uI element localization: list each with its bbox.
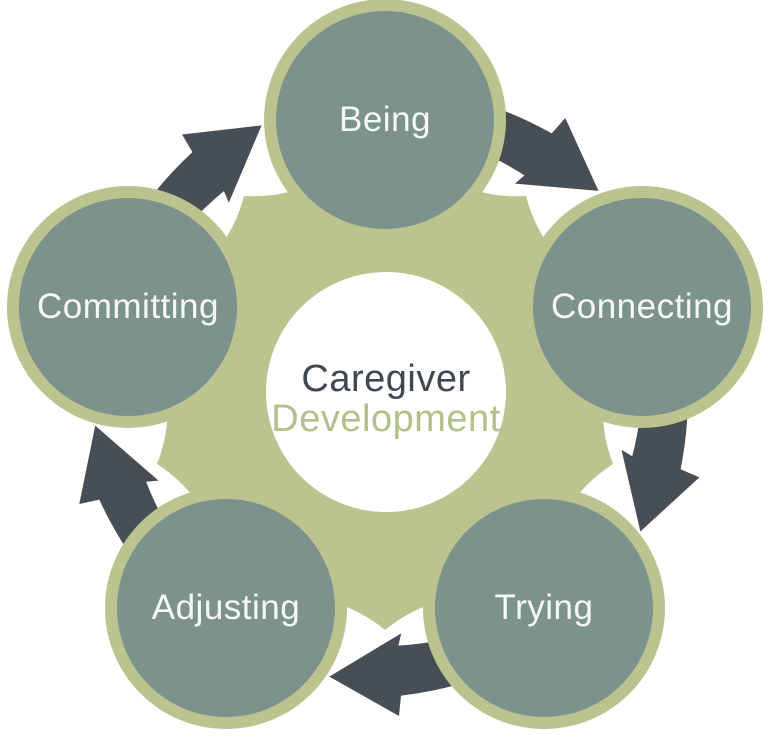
stage-committing: Committing	[7, 186, 249, 428]
center-circle	[266, 272, 506, 512]
stage-circle-connecting	[533, 198, 751, 416]
stage-trying: Trying	[423, 487, 665, 729]
stage-label-trying: Trying	[495, 588, 594, 627]
stage-being: Being	[264, 0, 506, 241]
stage-circle-being	[276, 11, 494, 229]
stage-circle-committing	[19, 198, 237, 416]
stage-label-connecting: Connecting	[551, 287, 733, 326]
stage-circle-adjusting	[117, 499, 335, 717]
stage-label-committing: Committing	[37, 287, 219, 326]
stage-label-adjusting: Adjusting	[152, 588, 300, 627]
stage-circle-trying	[435, 499, 653, 717]
center-hub: Caregiver Development	[266, 272, 506, 512]
stage-label-being: Being	[339, 100, 431, 139]
center-title-line2: Development	[271, 398, 500, 440]
stage-adjusting: Adjusting	[105, 487, 347, 729]
stage-connecting: Connecting	[521, 186, 763, 428]
center-title-line1: Caregiver	[301, 358, 470, 400]
